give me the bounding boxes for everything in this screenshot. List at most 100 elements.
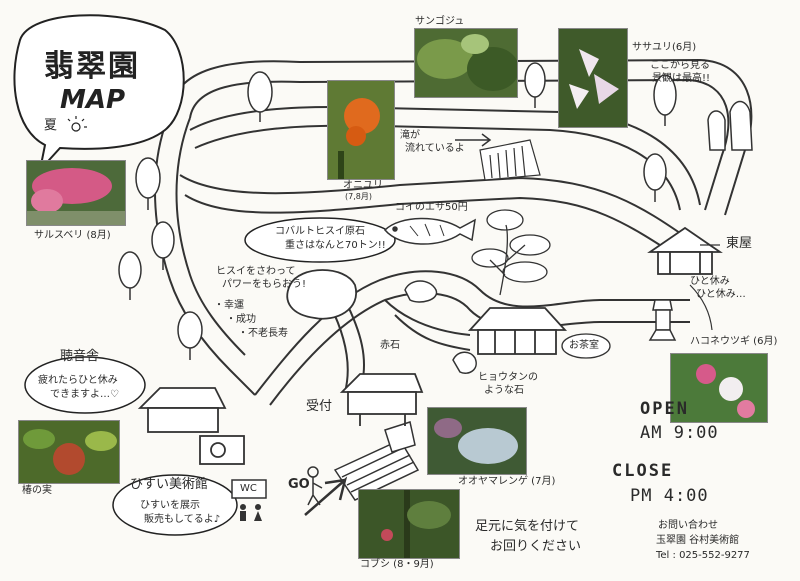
person-icon [307,466,323,506]
tree-icon [524,62,546,108]
photo-caption-sasayuri: ササユリ(6月) [632,42,697,53]
waterfall-text-2: 流れているよ [405,143,465,154]
outer-path-left-inner [175,117,246,356]
stone-text-2: 重さはなんと70トン!! [285,240,386,251]
jade-stone-icon [286,269,358,320]
photo-caption-oniyuri-month: (7,8月) [345,192,372,201]
koi-label: コイのエサ50円 [395,202,468,213]
reception-icon [339,373,424,426]
lower-path [254,270,690,396]
teahouse-path [384,299,471,336]
photo-sasayuri [558,28,628,128]
outer-path-left [154,111,256,396]
tree-icon [118,251,142,300]
tree-icon [653,74,677,126]
waterfall-arrow [455,133,492,147]
contact-heading: お問い合わせ [658,520,718,531]
stairs [333,439,420,501]
lookout-text-2: 景観は最高!! [652,73,711,84]
rest-bubble [24,356,146,414]
museum-text-2: 販売もしてるよ♪ [144,514,221,525]
tree-icon [643,153,667,202]
museum-bubble [112,474,238,536]
stone-bubble [244,217,396,263]
photo-caption-kobushi: コブシ (8・9月) [360,559,434,570]
sun-icon [67,116,87,132]
azumaya-rest-1: ひと休み [690,276,730,287]
azumaya-label: 東屋 [726,236,753,251]
azumaya-rest-2: ひと休み… [696,289,746,300]
photo-sangoju [414,28,518,98]
photo-oniyuri [327,80,395,180]
chouonsha-text-2: できますよ…♡ [50,389,119,400]
caution-text-2: お回りください [490,539,582,554]
tree-icon [177,311,203,360]
chouonsha-text-1: 疲れたらひと休み [38,375,118,386]
wc-box [231,479,267,499]
contact-org: 玉翠園 谷村美術館 [656,535,740,546]
photo-caption-hakone: ハコネウツギ (6月) [690,336,778,347]
lookout-text-1: ここから見る [650,60,710,71]
contact-tel: Tel : 025-552-9277 [656,550,750,561]
stone-touch-text-2: パワーをもらおう! [222,279,307,290]
waterfall-icon [479,139,541,181]
akaishi-label: 赤石 [380,340,400,351]
gourd-stone-text-2: ような石 [484,385,524,396]
waterfall-text-1: 滝が [400,130,420,141]
azumaya-icon [647,226,723,275]
koi-icon [383,217,476,245]
lantern-icon [648,299,677,341]
photo-tsubaki [18,420,120,484]
photo-caption-sarusuberi: サルスベリ (8月) [34,230,111,241]
blessing-1: ・幸運 [214,300,244,311]
photo-caption-oniyuri: オニユリ [343,180,383,191]
go-label: GO [288,477,310,492]
photo-kobushi [358,489,460,559]
teahouse-label-bubble [561,333,611,359]
teahouse-path-inner [394,314,471,351]
middle-path-inner [194,124,681,211]
close-label: CLOSE [612,461,674,481]
gourd-stone-text-1: ヒョウタンの [478,372,538,383]
reception-label: 受付 [306,399,333,414]
chouonsha-icon [137,387,227,433]
inner-path [179,174,691,241]
museum-icon [199,435,245,465]
blessing-3: ・不老長寿 [238,328,288,339]
pine-tree-icon [471,209,551,296]
teahouse-icon [467,307,568,355]
lookout-stone-icon [707,110,726,151]
title-bubble [13,14,185,174]
wc-label: WC [240,483,257,494]
open-label: OPEN [640,399,689,419]
arrow [689,284,713,331]
stone-text-1: コバルトヒスイ原石 [275,226,365,237]
photo-caption-ooyamarenge: オオヤマレンゲ (7月) [458,476,556,487]
open-time: AM 9:00 [640,423,719,443]
museum-text-1: ひすいを展示 [140,500,200,511]
photo-ooyamarenge [427,407,527,475]
photo-sarusuberi [26,160,126,226]
map-title-map: MAP [60,85,126,115]
teahouse-label: お茶室 [569,340,599,351]
caution-text-1: 足元に気を付けて [475,519,580,534]
tree-icon [247,71,273,122]
season-label: 夏 [44,118,58,133]
tree-icon [135,157,161,210]
photo-hakone-utsugi [670,353,768,423]
close-time: PM 4:00 [630,486,709,506]
stone-touch-text-1: ヒスイをさわって [216,266,296,277]
tree-icon [151,221,175,270]
lookout-stone-icon [729,100,753,151]
inner-path-inner [184,194,681,259]
museum-label: ひすい美術館 [130,477,209,492]
akaishi-stone-icon [404,280,438,303]
chouonsha-label: 聴音舎 [60,349,100,364]
map-title: 翡翠園 [44,49,140,84]
photo-caption-tsubaki: 椿の実 [22,485,52,496]
blessing-2: ・成功 [226,314,256,325]
photo-caption-sangoju: サンゴジュ [415,16,465,27]
outer-path-upper [169,58,753,216]
